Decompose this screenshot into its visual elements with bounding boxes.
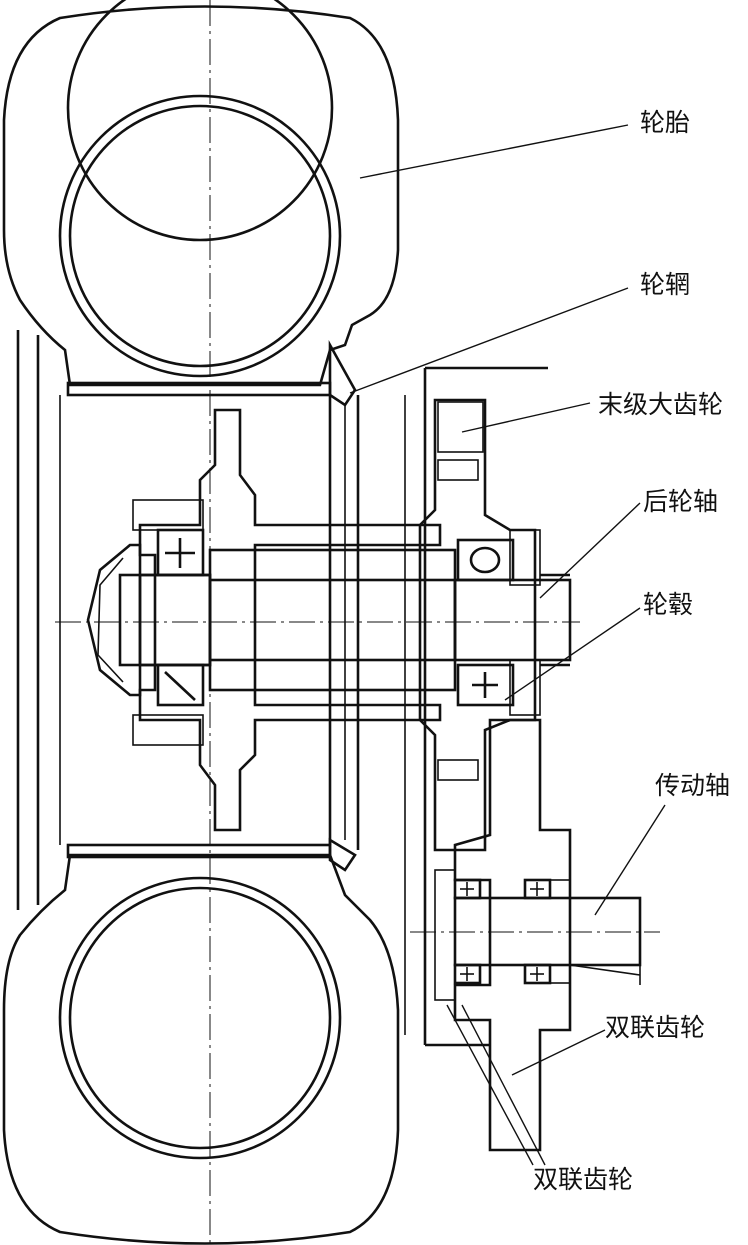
label-double-gear-right: 双联齿轮 [605, 1013, 706, 1042]
hub-flange [132, 408, 442, 832]
leader-rim [349, 287, 629, 394]
label-hub: 轮毂 [643, 590, 694, 619]
leader-tire [359, 124, 629, 179]
leader-rear-axle [539, 502, 641, 599]
hub-cap [86, 543, 142, 697]
label-rear-axle: 后轮轴 [643, 487, 719, 516]
label-double-gear-bottom: 双联齿轮 [533, 1165, 634, 1194]
final-gear [418, 398, 537, 852]
tire-upper [2, 0, 400, 387]
leader-double-gear-bottom-2 [446, 1004, 534, 1166]
rim [66, 339, 360, 872]
leader-final-gear [461, 402, 591, 433]
drive-shaft [453, 896, 642, 985]
left-bearing [156, 528, 205, 707]
tire-lower [2, 853, 400, 1245]
leader-drive-shaft [594, 804, 666, 916]
label-drive-shaft: 传动轴 [655, 771, 731, 800]
label-tire: 轮胎 [640, 108, 691, 137]
leader-double-gear-bottom-1 [461, 1004, 546, 1166]
label-rim: 轮辋 [640, 270, 691, 299]
label-final-gear: 末级大齿轮 [598, 390, 724, 419]
leader-hub [504, 607, 641, 701]
leader-double-gear-right [511, 1029, 606, 1076]
